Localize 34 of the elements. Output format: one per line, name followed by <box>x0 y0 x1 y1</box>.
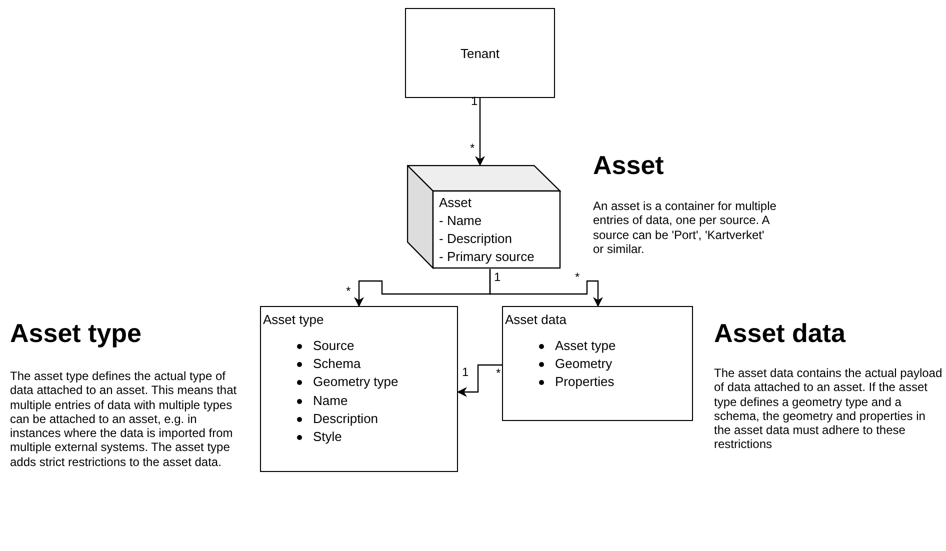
multiplicity-label: * <box>575 270 580 284</box>
attribute-text: Description <box>313 410 378 428</box>
entity-box <box>260 306 458 472</box>
entity-title: Tenant <box>459 45 501 63</box>
attribute-text: Geometry type <box>313 373 398 392</box>
entity-box <box>405 8 555 98</box>
connector-arrow <box>475 98 485 166</box>
multiplicity-label: * <box>470 141 475 156</box>
entity-title: Asset <box>439 194 472 212</box>
attribute-text: Style <box>313 428 342 446</box>
entity-title: Asset data <box>505 311 566 329</box>
entity-title: Asset type <box>263 311 324 329</box>
attribute-text: Name <box>313 392 348 410</box>
description-text: The asset type defines the actual type of data attached to an asset. This means that multiple entries of data with multiple types can be attached to an asset, e.g. in instances where the data is imported from multiple external systems. The asset type adds strict restrictions to the asset data. <box>10 369 238 470</box>
section-heading: Asset data <box>714 318 846 348</box>
section-heading: Asset type <box>10 318 142 348</box>
description-text: The asset data contains the actual payload of data attached to an asset. If the asset type defines a geometry type and a schema, the geometry and properties in the asset data must adhere to these restrictions <box>714 366 944 452</box>
attribute-text: Properties <box>555 373 614 392</box>
section-heading: Asset <box>593 150 664 180</box>
multiplicity-label: * <box>496 366 501 380</box>
multiplicity-label: 1 <box>462 365 469 380</box>
attribute-text: - Description <box>439 230 512 248</box>
connector-arrow <box>489 269 603 307</box>
entity-box <box>502 306 693 421</box>
attribute-text: Source <box>313 337 354 355</box>
multiplicity-label: * <box>346 284 351 298</box>
connector-arrow <box>457 364 502 397</box>
attribute-text: Geometry <box>555 355 612 374</box>
description-text: An asset is a container for multiple entries of data, one per source. A source can be 'Port', 'Kartverket' or similar. <box>593 199 778 256</box>
attribute-text: Schema <box>313 355 361 374</box>
attribute-text: - Primary source <box>439 248 534 266</box>
attribute-text: - Name <box>439 212 482 230</box>
attribute-text: Asset type <box>555 337 616 355</box>
multiplicity-label: 1 <box>494 270 501 284</box>
